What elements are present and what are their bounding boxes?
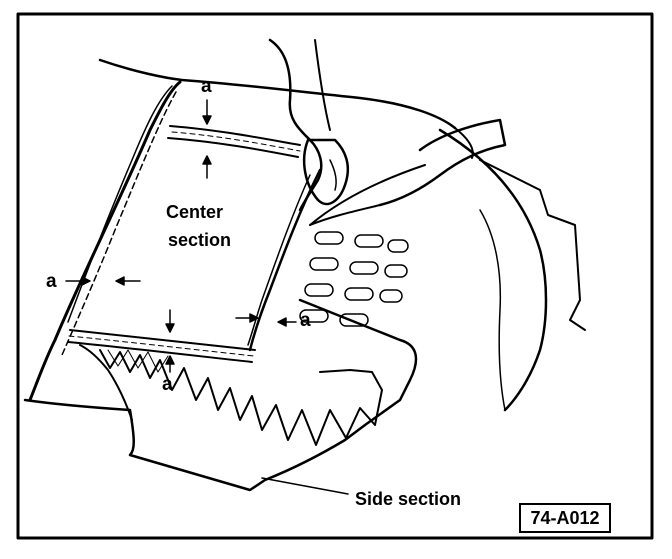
center-bottom-strip-upper bbox=[69, 329, 256, 351]
center-section-label-line2: section bbox=[168, 230, 232, 250]
cushion-top-edge bbox=[98, 58, 457, 130]
heating-pad-grid bbox=[299, 231, 409, 327]
cushion-corner bbox=[454, 127, 474, 159]
center-left-heating-wire bbox=[61, 91, 177, 356]
dim-arrow-bottom bbox=[165, 309, 175, 373]
cover-flap-fold bbox=[309, 164, 426, 226]
dimension-label-bottom: a bbox=[162, 374, 173, 395]
center-right-edge-inner bbox=[247, 174, 311, 346]
backrest-inner-curve bbox=[479, 209, 506, 411]
clip-tool-jaw bbox=[329, 159, 337, 191]
dimension-label-left: a bbox=[46, 271, 57, 292]
side-section-outline bbox=[23, 298, 418, 492]
figure-frame bbox=[16, 12, 654, 540]
center-top-strip-upper bbox=[169, 125, 301, 146]
dim-arrow-left bbox=[65, 276, 141, 286]
center-section-label-line1: Center bbox=[166, 202, 224, 222]
dim-arrow-top bbox=[202, 99, 212, 179]
figure-code: 74-A012 bbox=[519, 503, 611, 533]
dimension-label-right: a bbox=[300, 310, 311, 331]
side-section-heating-wire bbox=[99, 349, 383, 446]
side-section-leader bbox=[261, 477, 349, 495]
backrest-outline-right bbox=[479, 159, 586, 331]
center-bottom-strip-lower bbox=[67, 341, 253, 363]
tool-handle bbox=[314, 39, 331, 131]
side-section-wire-inner bbox=[107, 349, 169, 373]
clip-tool bbox=[302, 138, 350, 206]
center-left-edge-inner bbox=[67, 85, 173, 323]
side-section-label: Side section bbox=[355, 489, 462, 509]
center-bottom-wire bbox=[68, 335, 255, 357]
center-top-strip-lower bbox=[167, 137, 299, 158]
dim-arrow-right bbox=[235, 313, 297, 327]
hand-right bbox=[378, 118, 507, 207]
backrest-curve bbox=[438, 128, 548, 412]
side-section-fold bbox=[79, 344, 133, 421]
cover-flap-edge bbox=[309, 204, 381, 226]
dimension-label-top: a bbox=[201, 76, 212, 97]
